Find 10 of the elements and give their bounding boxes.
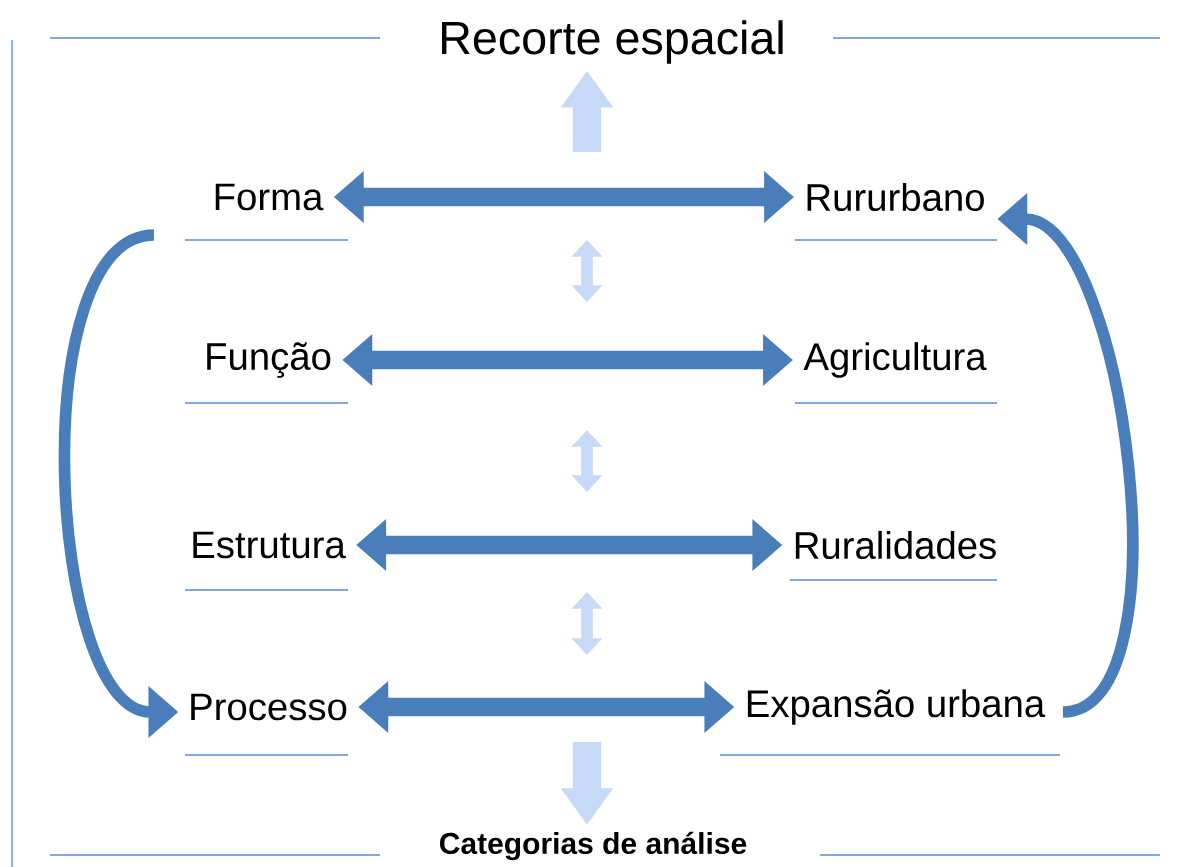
term-text: Processo	[191, 693, 347, 721]
footer-text: Categorias de análise	[440, 831, 747, 861]
term-text: Agricultura	[803, 342, 987, 378]
term-text: Forma	[215, 183, 324, 211]
term-text: Rururbano	[807, 182, 984, 212]
term-text: Ruralidades	[795, 530, 996, 560]
heading-text: Recorte espacial	[442, 20, 783, 64]
term-text: Expansão urbana	[747, 689, 1046, 725]
term-text: Função	[207, 342, 331, 378]
term-text: Estrutura	[193, 531, 346, 559]
